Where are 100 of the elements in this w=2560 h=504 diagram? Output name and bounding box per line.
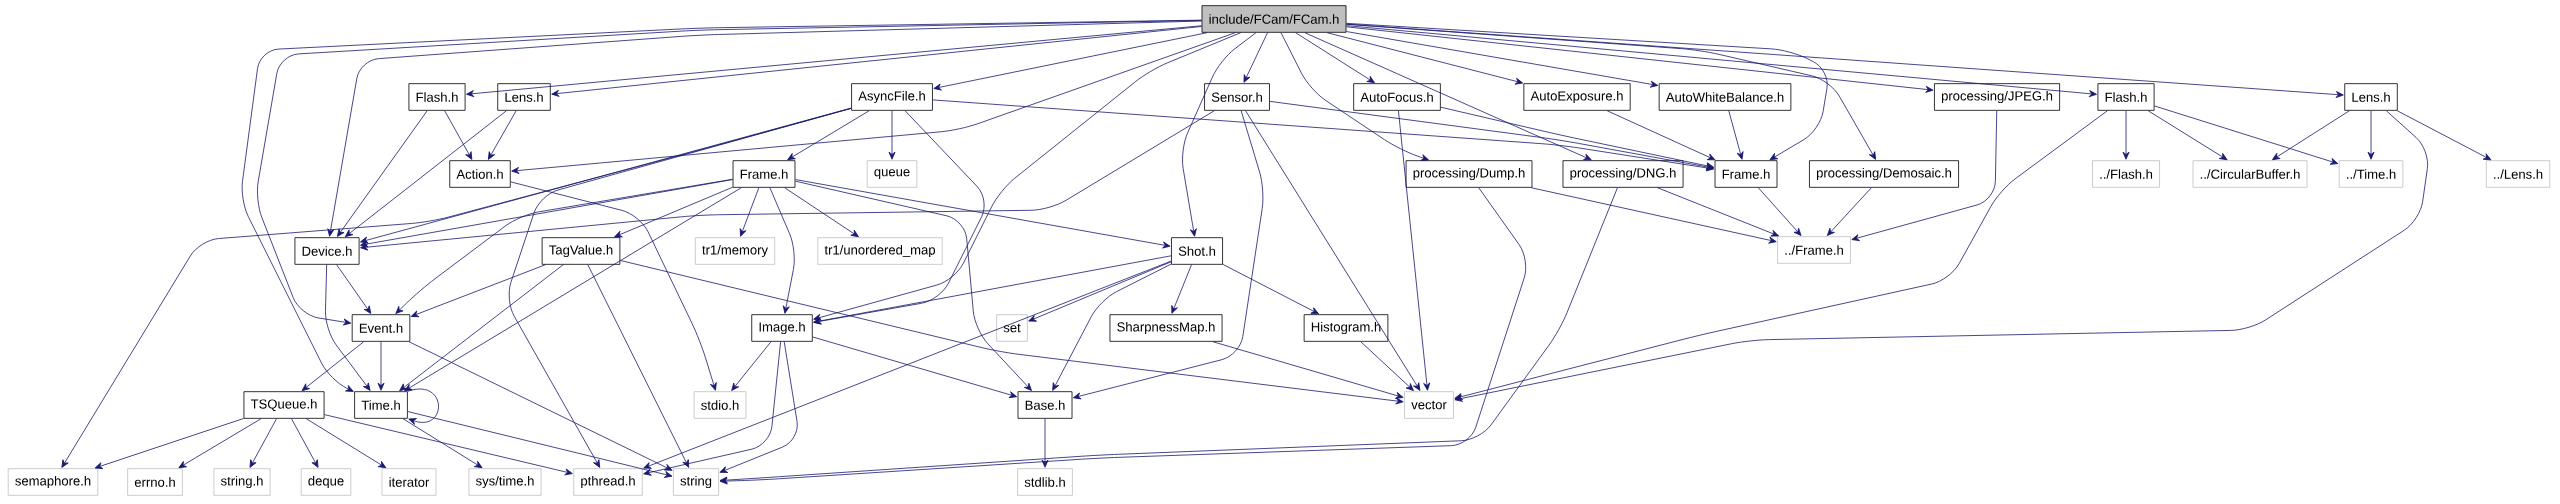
file-box: Lens.h bbox=[497, 83, 551, 111]
arrow bbox=[1326, 32, 1524, 85]
external-file-box: vector bbox=[1404, 391, 1454, 419]
arrow bbox=[337, 110, 428, 237]
arrow bbox=[249, 418, 277, 468]
external-file-box: queue bbox=[866, 160, 918, 188]
file-box: TSQueue.h bbox=[243, 391, 325, 419]
arrow bbox=[643, 260, 1172, 469]
file-box: Action.h bbox=[449, 160, 511, 188]
file-box: SharpnessMap.h bbox=[1109, 314, 1223, 342]
file-box: Device.h bbox=[294, 237, 360, 265]
file-box: Flash.h bbox=[408, 83, 466, 111]
arrow bbox=[619, 260, 1404, 405]
arrow bbox=[739, 187, 760, 237]
arrow bbox=[1269, 100, 1715, 171]
arrow bbox=[731, 341, 772, 391]
arrow bbox=[324, 414, 573, 476]
arrow bbox=[1851, 110, 1998, 242]
file-box: Histogram.h bbox=[1303, 314, 1389, 342]
arrow bbox=[2396, 110, 2492, 161]
arrow bbox=[813, 110, 985, 325]
file-box: processing/JPEG.h bbox=[1934, 83, 2060, 111]
external-file-box: deque bbox=[300, 468, 352, 496]
arrow bbox=[1028, 261, 1172, 322]
arrow bbox=[769, 187, 795, 314]
arrow bbox=[344, 110, 507, 238]
arrow bbox=[1304, 32, 1592, 161]
file-box: AutoFocus.h bbox=[1353, 83, 1441, 111]
file-box: Frame.h bbox=[732, 160, 796, 188]
arrow bbox=[407, 388, 439, 425]
arrow bbox=[305, 418, 387, 469]
arrow bbox=[377, 341, 385, 391]
arrow bbox=[2122, 110, 2130, 160]
arrow bbox=[2367, 110, 2375, 160]
arrow bbox=[407, 411, 673, 478]
arrow bbox=[587, 264, 690, 468]
arrow bbox=[487, 110, 517, 160]
arrow bbox=[291, 418, 319, 468]
arrow bbox=[508, 107, 852, 468]
file-box: processing/Demosaic.h bbox=[1809, 160, 1959, 188]
arrow bbox=[813, 32, 1242, 321]
external-file-box: ../Lens.h bbox=[2485, 160, 2551, 188]
file-box: processing/Dump.h bbox=[1405, 160, 1533, 188]
external-file-box: sys/time.h bbox=[468, 468, 542, 496]
arrow bbox=[812, 336, 1018, 399]
arrow bbox=[795, 180, 1032, 391]
arrow bbox=[360, 110, 1215, 251]
arrow bbox=[1657, 187, 1779, 237]
external-file-box: string bbox=[672, 468, 720, 496]
arrow bbox=[399, 264, 564, 392]
arrow bbox=[1171, 264, 1192, 314]
external-file-box: stdlib.h bbox=[1017, 468, 1073, 496]
arrow bbox=[1360, 341, 1414, 391]
file-box: Sensor.h bbox=[1204, 83, 1270, 111]
external-file-box: tr1/memory bbox=[694, 237, 776, 265]
file-box: Time.h bbox=[354, 391, 408, 419]
external-file-box: set bbox=[996, 314, 1028, 342]
arrow bbox=[404, 187, 742, 392]
arrow bbox=[1440, 106, 1715, 170]
arrow bbox=[444, 110, 473, 160]
external-file-box: errno.h bbox=[127, 468, 183, 496]
file-box: processing/DNG.h bbox=[1562, 160, 1684, 188]
arrow bbox=[787, 110, 870, 161]
arrow bbox=[1245, 110, 1421, 391]
file-box: Event.h bbox=[351, 314, 411, 342]
external-file-box: semaphore.h bbox=[7, 468, 99, 496]
file-box: Flash.h bbox=[2097, 83, 2155, 111]
arrow bbox=[1454, 110, 2108, 400]
arrow bbox=[1212, 341, 1404, 399]
arrow bbox=[1454, 110, 2428, 402]
file-box: TagValue.h bbox=[541, 237, 621, 265]
arrow bbox=[510, 181, 717, 391]
arrow bbox=[784, 187, 859, 238]
arrow bbox=[327, 20, 1202, 237]
arrow bbox=[719, 341, 798, 473]
arrow bbox=[1243, 32, 1268, 83]
arrow bbox=[1041, 418, 1049, 468]
file-box: Shot.h bbox=[1171, 237, 1223, 265]
arrow bbox=[1346, 23, 2344, 98]
external-file-box: pthread.h bbox=[573, 468, 643, 496]
file-box: Base.h bbox=[1017, 391, 1073, 419]
file-box: Image.h bbox=[751, 314, 813, 342]
external-file-box: string.h bbox=[213, 468, 271, 496]
arrow bbox=[1073, 110, 1264, 400]
external-file-box: ../Flash.h bbox=[2092, 160, 2160, 188]
external-file-box: tr1/unordered_map bbox=[817, 237, 943, 265]
arrow bbox=[643, 341, 781, 476]
file-box: include/FCam/FCam.h bbox=[1201, 5, 1347, 33]
arrow bbox=[933, 32, 1208, 91]
arrow bbox=[360, 179, 733, 248]
arrow bbox=[511, 32, 1236, 174]
external-file-box: ../Time.h bbox=[2338, 160, 2404, 188]
arrow bbox=[813, 255, 1172, 325]
external-file-box: iterator bbox=[381, 468, 437, 496]
arrow bbox=[1346, 25, 2097, 98]
arrow bbox=[408, 341, 673, 471]
arrow bbox=[888, 110, 896, 160]
arrow bbox=[395, 178, 733, 314]
arrow bbox=[1222, 264, 1319, 315]
external-file-box: stdio.h bbox=[693, 391, 747, 419]
